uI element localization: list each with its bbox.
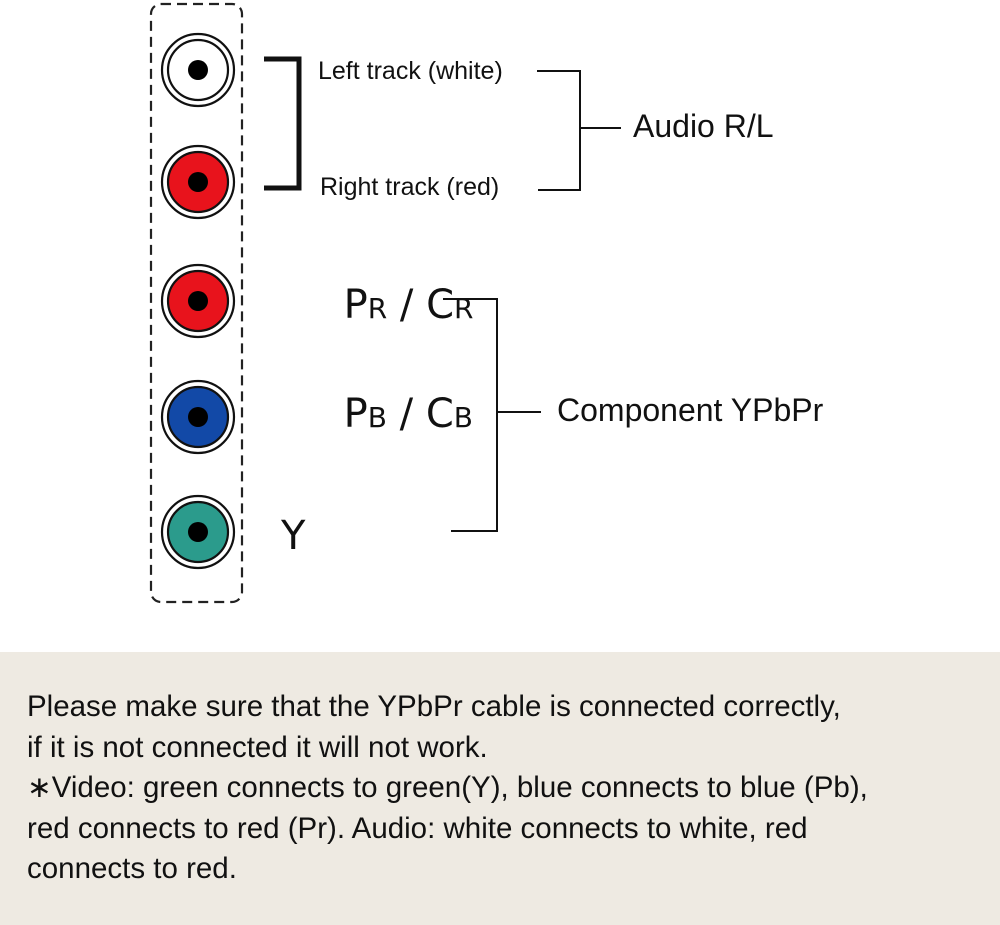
note-line: Please make sure that the YPbPr cable is… xyxy=(27,690,841,723)
jack-hole xyxy=(188,60,208,80)
rca-jack-pb xyxy=(160,379,236,455)
right-track-label: Right track (red) xyxy=(320,173,499,201)
connector-diagram: Left track (white) Right track (red) Aud… xyxy=(149,2,824,604)
audio-group-label: Audio R/L xyxy=(633,108,774,144)
pb-cb-label: PB / CB xyxy=(280,391,511,437)
rca-jack-y xyxy=(160,494,236,570)
instruction-note: Please make sure that the YPbPr cable is… xyxy=(27,687,987,890)
connector-panel-outline xyxy=(149,2,244,604)
rca-jack-pr xyxy=(160,263,236,339)
note-line: connects to red. xyxy=(27,852,237,885)
jack-hole xyxy=(188,407,208,427)
audio-group-bracket xyxy=(537,70,621,191)
rca-jack-right-audio xyxy=(160,144,236,220)
jack-hole xyxy=(188,291,208,311)
note-line: red connects to red (Pr). Audio: white c… xyxy=(27,811,808,845)
left-track-label: Left track (white) xyxy=(318,57,503,85)
instruction-note-panel: Please make sure that the YPbPr cable is… xyxy=(0,652,1000,925)
audio-jacks-bracket xyxy=(264,56,302,191)
note-line: if it is not connected it will not work. xyxy=(27,730,488,764)
jack-hole xyxy=(188,172,208,192)
y-label: Y xyxy=(280,513,306,559)
rca-jack-left-audio xyxy=(160,32,236,108)
component-group-bracket xyxy=(443,298,541,532)
jack-hole xyxy=(188,522,208,542)
component-group-label: Component YPbPr xyxy=(557,392,824,428)
note-line: ∗Video: green connects to green(Y), blue… xyxy=(27,771,868,804)
pr-cr-label: PR / CR xyxy=(280,282,512,328)
